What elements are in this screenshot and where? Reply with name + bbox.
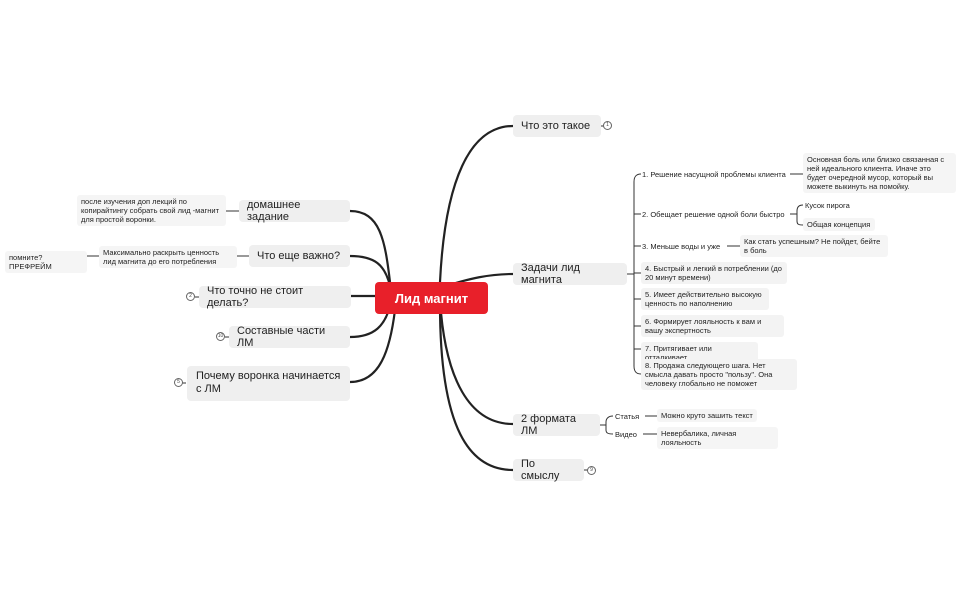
format-video[interactable]: Видео xyxy=(615,430,637,439)
task-item-4[interactable]: 4. Быстрый и легкий в потреблении (до 20… xyxy=(641,262,787,284)
format-video-detail[interactable]: Невербалика, личная лояльность xyxy=(657,427,778,449)
topic-what-else-important[interactable]: Что еще важно? xyxy=(249,245,350,267)
collapsed-count-badge[interactable]: 10 xyxy=(216,332,225,341)
task-item-2[interactable]: 2. Обещает решение одной боли быстро xyxy=(642,210,785,219)
task-2-child-pie[interactable]: Кусок пирога xyxy=(805,201,850,210)
task-item-1[interactable]: 1. Решение насущной проблемы клиента xyxy=(642,170,786,179)
topic-what-is-it[interactable]: Что это такое xyxy=(513,115,601,137)
collapsed-count-badge[interactable]: 1 xyxy=(603,121,612,130)
central-topic[interactable]: Лид магнит xyxy=(375,282,488,314)
topic-two-formats[interactable]: 2 формата ЛМ xyxy=(513,413,600,437)
collapsed-count-badge[interactable]: 5 xyxy=(174,378,183,387)
topic-lead-magnet-tasks[interactable]: Задачи лид магнита xyxy=(513,262,627,286)
topic-lm-components[interactable]: Составные части ЛМ xyxy=(229,325,350,349)
topic-homework[interactable]: домашнее задание xyxy=(239,199,350,223)
task-3-detail[interactable]: Как стать успешным? Не пойдет, бейте в б… xyxy=(740,235,888,257)
task-item-5[interactable]: 5. Имеет действительно высокую ценность … xyxy=(641,288,769,310)
topic-by-meaning[interactable]: По смыслу xyxy=(513,458,584,482)
task-item-8[interactable]: 8. Продажа следующего шага. Нет смысла д… xyxy=(641,359,797,390)
task-1-detail[interactable]: Основная боль или близко связанная с ней… xyxy=(803,153,956,193)
task-item-6[interactable]: 6. Формирует лояльность к вам и вашу экс… xyxy=(641,315,784,337)
task-2-child-concept[interactable]: Общая концепция xyxy=(803,218,875,231)
topic-why-funnel-starts[interactable]: Почему воронка начинается с ЛМ xyxy=(187,366,350,401)
topic-what-not-to-do[interactable]: Что точно не стоит делать? xyxy=(199,285,351,309)
format-article[interactable]: Статья xyxy=(615,412,640,421)
task-item-7[interactable]: 7. Притягивает или отталкивает xyxy=(641,342,758,364)
collapsed-count-badge[interactable]: 9 xyxy=(587,466,596,475)
task-item-3[interactable]: 3. Меньше воды и уже xyxy=(642,242,721,251)
collapsed-count-badge[interactable]: 2 xyxy=(186,292,195,301)
format-article-detail[interactable]: Можно круто зашить текст xyxy=(657,409,757,422)
important-subdetail[interactable]: помните? ПРЕФРЕЙМ xyxy=(5,251,87,273)
important-detail[interactable]: Максимально раскрыть ценность лид магнит… xyxy=(99,246,237,268)
homework-detail[interactable]: после изучения доп лекций по копирайтинг… xyxy=(77,195,226,226)
